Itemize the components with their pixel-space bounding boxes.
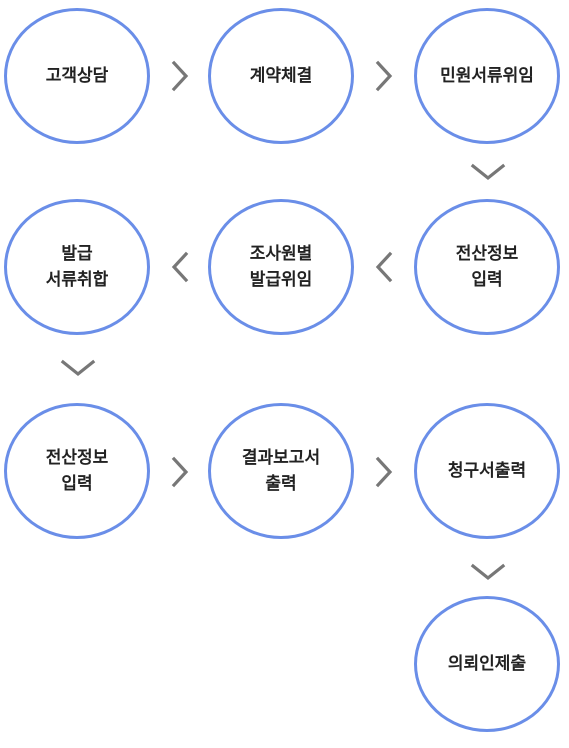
chevron-left-icon: [375, 251, 393, 283]
step-label: 계약체결: [249, 66, 313, 86]
step-label: 민원서류위임: [440, 66, 534, 86]
step-contract: 계약체결: [208, 8, 354, 144]
chevron-down-icon: [470, 563, 506, 581]
step-collect-docs: 발급 서류취합: [4, 199, 150, 335]
step-label: 의뢰인제출: [447, 654, 527, 674]
step-data-entry-1: 전산정보 입력: [414, 199, 560, 335]
chevron-right-icon: [171, 60, 189, 92]
chevron-right-icon: [171, 456, 189, 488]
chevron-right-icon: [375, 456, 393, 488]
chevron-down-icon: [470, 163, 506, 181]
step-label: 고객상담: [45, 66, 109, 86]
step-label: 전산정보 입력: [45, 448, 109, 494]
chevron-down-icon: [60, 359, 96, 377]
step-request-submit: 의뢰인제출: [414, 596, 560, 732]
step-delegate-issue: 조사원별 발급위임: [208, 199, 354, 335]
step-data-entry-2: 전산정보 입력: [4, 403, 150, 539]
step-delegation: 민원서류위임: [414, 8, 560, 144]
step-label: 결과보고서 출력: [241, 448, 321, 494]
chevron-right-icon: [375, 60, 393, 92]
step-report-print: 결과보고서 출력: [208, 403, 354, 539]
step-label: 발급 서류취합: [45, 244, 109, 290]
step-label: 청구서출력: [447, 461, 527, 481]
step-consult: 고객상담: [4, 8, 150, 144]
step-label: 전산정보 입력: [455, 244, 519, 290]
step-label: 조사원별 발급위임: [249, 244, 313, 290]
chevron-left-icon: [171, 251, 189, 283]
step-invoice-print: 청구서출력: [414, 403, 560, 539]
